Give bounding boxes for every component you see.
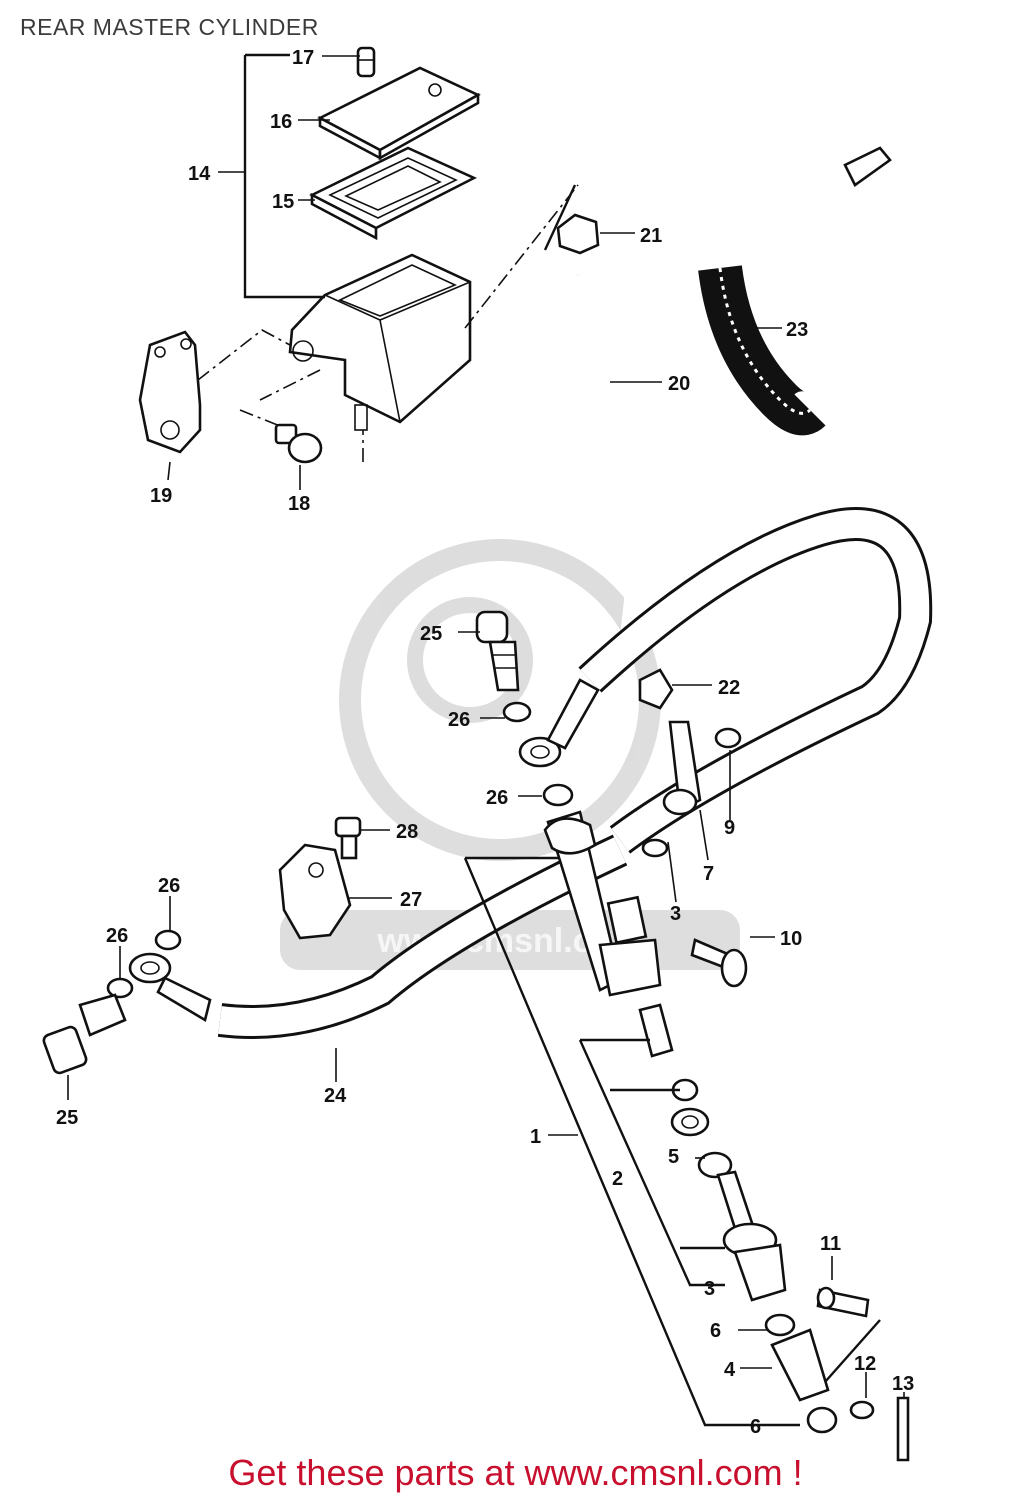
bracket-27	[278, 843, 352, 940]
bolt-18	[274, 423, 323, 464]
piston-assembly	[638, 1003, 838, 1434]
washer-26-c	[502, 701, 532, 723]
link-11-12	[824, 1319, 881, 1383]
callout-20: 20	[668, 373, 690, 395]
callout-17: 17	[292, 47, 314, 69]
diagram-title: REAR MASTER CYLINDER	[20, 14, 319, 40]
hose-clamp-21	[556, 213, 600, 255]
callout-23: 23	[786, 319, 808, 341]
callout-22: 22	[718, 677, 740, 699]
group-bracket-3	[610, 1088, 725, 1250]
callout-26-left: 26	[106, 925, 128, 947]
brake-hose-24	[217, 834, 628, 1039]
callout-13: 13	[892, 1373, 914, 1395]
callout-25-upper: 25	[420, 623, 442, 645]
cotter-pin-13	[896, 1396, 910, 1462]
callout-7: 7	[703, 863, 714, 885]
group-bracket-14	[243, 53, 325, 299]
banjo-fitting-left	[128, 952, 212, 1023]
callout-21: 21	[640, 225, 662, 247]
callout-15: 15	[272, 191, 294, 213]
bracket-19	[138, 330, 202, 454]
cap-screw-17	[356, 46, 376, 78]
callout-6-lower: 6	[750, 1416, 761, 1438]
master-cylinder-body	[543, 810, 662, 997]
elbow-fitting	[662, 720, 702, 816]
footer-link[interactable]: Get these parts at www.cmsnl.com !	[228, 1452, 803, 1493]
callout-24: 24	[324, 1085, 347, 1107]
callout-12: 12	[854, 1353, 876, 1375]
callout-4: 4	[724, 1359, 736, 1381]
reservoir-body	[288, 253, 472, 431]
clevis-pin-11	[816, 1286, 870, 1318]
callout-11: 11	[820, 1233, 841, 1255]
reservoir-cap-16	[317, 66, 481, 161]
callout-5: 5	[668, 1146, 679, 1168]
callout-18: 18	[288, 493, 310, 515]
callout-26-mid: 26	[486, 787, 508, 809]
callout-1: 1	[530, 1126, 541, 1148]
callout-3-upper: 3	[670, 903, 681, 925]
washer-12	[849, 1400, 875, 1420]
washer-26-b	[106, 977, 134, 999]
bolt-10	[690, 938, 748, 988]
callout-3-lower: 3	[704, 1278, 715, 1300]
callout-28: 28	[396, 821, 418, 843]
callout-25-left: 25	[56, 1107, 78, 1129]
reservoir-diaphragm-15	[309, 146, 477, 241]
pin-fitting	[843, 146, 892, 187]
group-bracket-2	[578, 1038, 725, 1287]
callout-27: 27	[400, 889, 422, 911]
union-bolt-25-upper	[475, 610, 520, 692]
hose-clamp-22	[638, 668, 674, 710]
dust-boot-23	[698, 265, 826, 436]
callout-16: 16	[270, 111, 292, 133]
o-ring-3-upper	[641, 838, 669, 858]
clip-9	[714, 727, 742, 749]
callout-9: 9	[724, 817, 735, 839]
bolt-28	[334, 816, 362, 860]
callout-2: 2	[612, 1168, 623, 1190]
callout-10: 10	[780, 928, 802, 950]
callout-19: 19	[150, 485, 172, 507]
union-bolt-25-left	[42, 993, 127, 1075]
group-bracket-1	[463, 856, 800, 1427]
washer-26-d	[542, 783, 574, 807]
callout-26-upper: 26	[448, 709, 470, 731]
callout-6-upper: 6	[710, 1320, 721, 1342]
callout-14: 14	[188, 163, 211, 185]
leader-lines	[67, 55, 905, 1398]
washer-26-a	[154, 929, 182, 951]
banjo-fitting-upper	[518, 678, 600, 768]
brake-hose-loop	[578, 507, 933, 854]
callout-26-left-top: 26	[158, 875, 180, 897]
reservoir-hose-20	[566, 272, 677, 652]
